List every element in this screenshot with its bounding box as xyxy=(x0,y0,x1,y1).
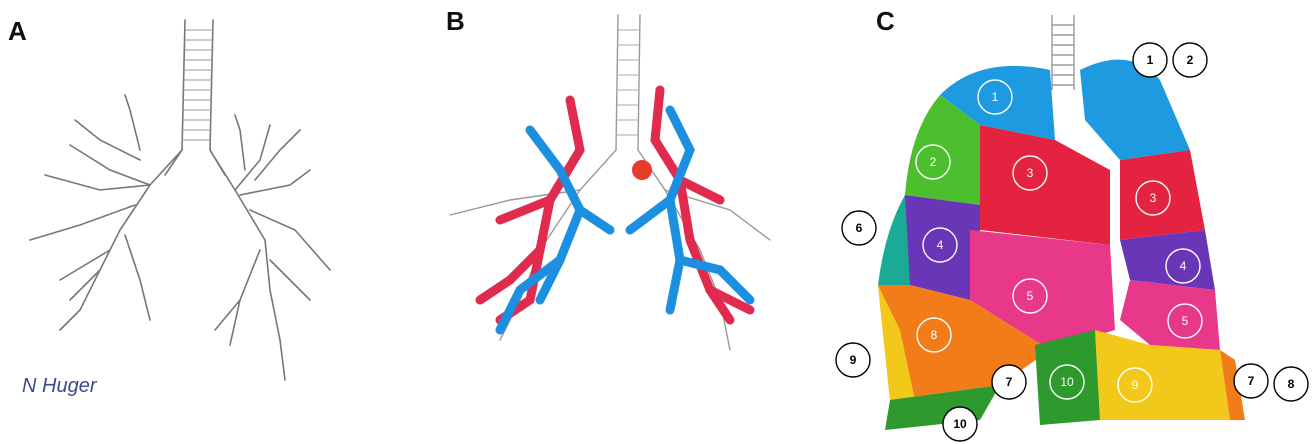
outer-label-7: 7 xyxy=(1006,375,1013,389)
outer-label-9: 9 xyxy=(850,353,857,367)
outer-label-2: 2 xyxy=(1187,53,1194,67)
segment-3-left xyxy=(980,125,1110,245)
bronchovascular-drawing xyxy=(430,0,850,444)
outer-label-7-right: 7 xyxy=(1248,374,1255,388)
label-segment-2: 2 xyxy=(930,155,937,169)
segment-5-right xyxy=(1120,280,1220,350)
label-segment-8: 8 xyxy=(931,328,938,342)
label-segment-5-right: 5 xyxy=(1182,314,1189,328)
label-segment-3: 3 xyxy=(1027,166,1034,180)
label-segment-5: 5 xyxy=(1027,289,1034,303)
label-segment-4-right: 4 xyxy=(1180,259,1187,273)
outer-label-1: 1 xyxy=(1147,53,1154,67)
lung-segment-map: 1 2 3 4 5 8 10 9 3 4 5 1 2 6 9 7 10 7 8 xyxy=(830,0,1314,444)
signature: N Huger xyxy=(22,375,98,397)
outer-label-8: 8 xyxy=(1288,377,1295,391)
label-segment-4: 4 xyxy=(937,238,944,252)
segment-1-right xyxy=(1080,60,1190,160)
label-segment-10: 10 xyxy=(1060,375,1074,389)
label-segment-3-right: 3 xyxy=(1150,191,1157,205)
label-segment-9: 9 xyxy=(1132,378,1139,392)
outer-label-10: 10 xyxy=(953,417,967,431)
label-segment-1: 1 xyxy=(992,90,999,104)
outer-label-6: 6 xyxy=(856,221,863,235)
segment-3-right xyxy=(1120,150,1205,240)
bronchial-tree-drawing: N Huger xyxy=(0,0,440,444)
